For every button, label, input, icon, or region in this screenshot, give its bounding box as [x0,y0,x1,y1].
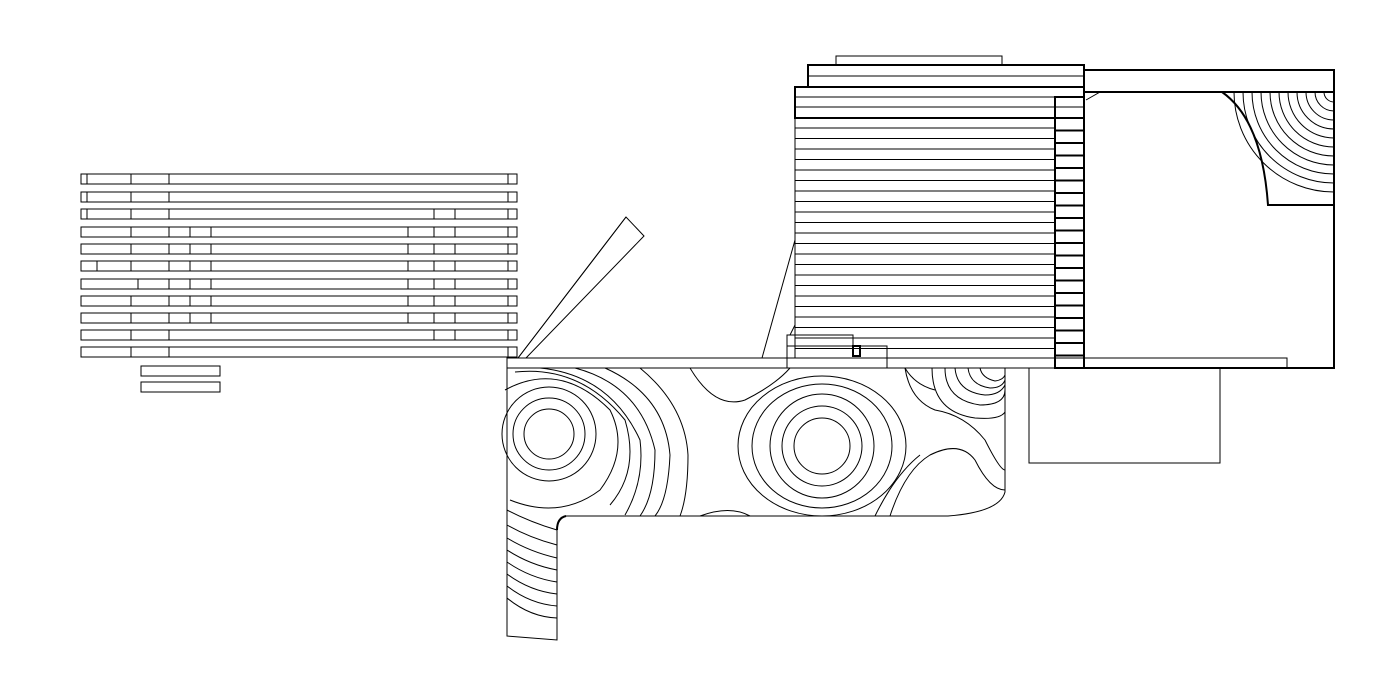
beam [80,191,518,203]
beam [80,329,518,341]
beam [80,278,518,290]
beam [80,243,518,255]
beam [80,312,518,324]
left-beam-stack [80,173,518,358]
small-plate-upper [140,365,221,377]
beam [80,173,518,185]
beam [80,295,518,307]
beam [80,260,518,272]
diagonal-strut [516,216,645,359]
beam [80,346,518,358]
contour-block [501,367,1006,641]
small-plate-lower [140,381,221,393]
beam [80,226,518,238]
right-housing [1028,69,1335,464]
deck-plate [506,334,1288,369]
beam [80,208,518,220]
tall-block [761,55,1085,369]
